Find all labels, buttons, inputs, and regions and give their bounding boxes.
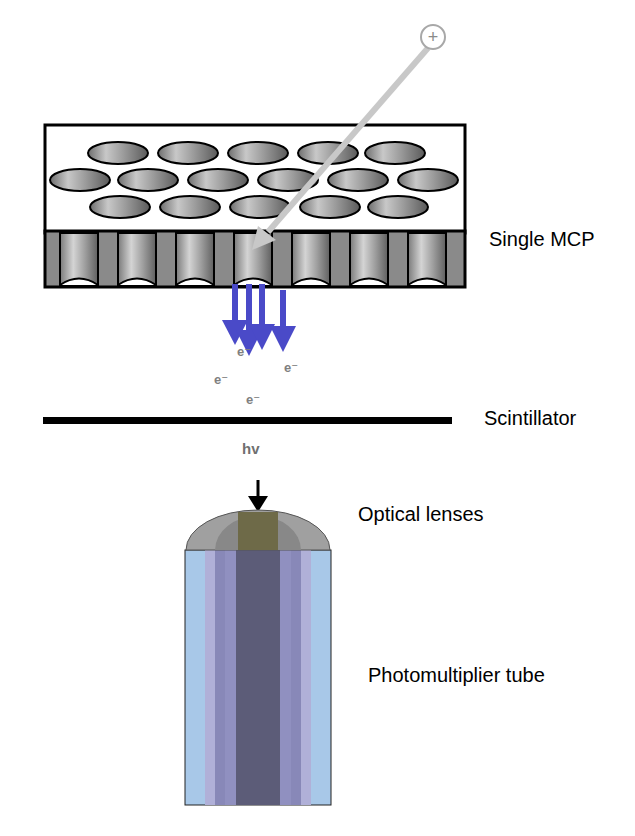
electron-cascade xyxy=(222,284,296,356)
ion-path xyxy=(268,48,428,232)
pmt-body xyxy=(185,550,331,805)
ion-charge: + xyxy=(428,28,439,46)
part-label: Photomultiplier tube xyxy=(368,664,545,687)
electron-label: e⁻ xyxy=(284,360,298,375)
ion-arrowhead xyxy=(252,226,276,250)
photon-label: hv xyxy=(242,440,260,457)
mcp-face xyxy=(45,125,465,233)
ion-symbol: + xyxy=(420,24,446,50)
pmt-stripe xyxy=(205,550,311,805)
mcp-pores xyxy=(50,142,458,218)
part-label: Optical lenses xyxy=(358,503,484,526)
mcp-channels xyxy=(60,233,446,285)
part-label: Single MCP xyxy=(489,228,595,251)
optical-lens xyxy=(186,510,330,550)
electron-label: e⁻ xyxy=(214,372,228,387)
pmt-core xyxy=(236,550,280,805)
lens-window xyxy=(238,512,278,550)
electron-label: e⁻ xyxy=(246,392,260,407)
pmt-stripe xyxy=(225,550,291,805)
scintillator-plate xyxy=(43,417,452,424)
part-label: Scintillator xyxy=(484,407,576,430)
pmt-stripe xyxy=(215,550,301,805)
electron-label: e⁻ xyxy=(237,344,251,359)
